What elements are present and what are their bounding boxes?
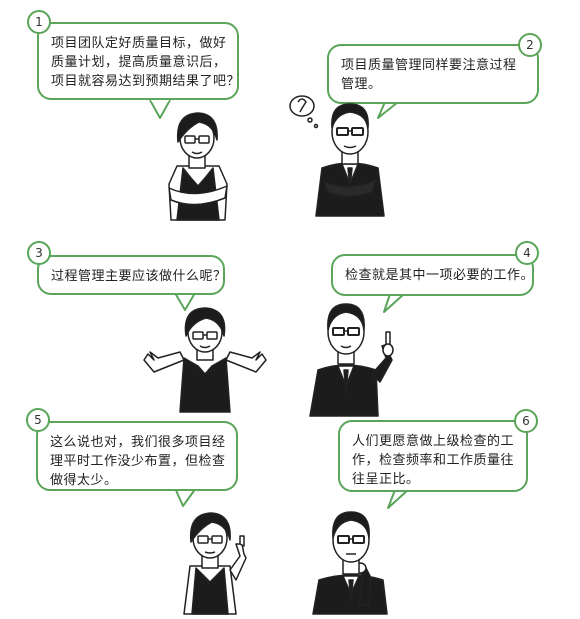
speech-bubble-2: 项目质量管理同样要注意过程 管理。	[327, 44, 539, 104]
speech-bubble-4: 检查就是其中一项必要的工作。	[331, 254, 534, 296]
bubble-1-line-1: 项目团队定好质量目标，做好	[51, 36, 227, 51]
man-hand-on-chin-illustration	[312, 511, 388, 615]
woman-shrugging-illustration	[143, 307, 267, 413]
bubble-5-line-1: 这么说也对，我们很多项目经	[50, 435, 226, 450]
bubble-2-line-2: 管理。	[341, 77, 382, 92]
bubble-1-line-3: 项目就容易达到预期结果了吧？	[51, 74, 241, 89]
speech-bubble-5: 这么说也对，我们很多项目经 理平时工作没少布置，但检查 做得太少。	[36, 421, 238, 491]
speech-bubble-6: 人们更愿意做上级检查的工 作，检查频率和工作质量往 往呈正比。	[338, 420, 528, 492]
bubble-3-line-1: 过程管理主要应该做什么呢？	[51, 269, 227, 284]
bubble-5-line-2: 理平时工作没少布置，但检查	[50, 454, 226, 469]
bubble-1-line-2: 质量计划，提高质量意识后，	[51, 55, 227, 70]
woman-finger-raised-illustration	[183, 512, 247, 615]
bubble-4-line-1: 检查就是其中一项必要的工作。	[345, 268, 535, 283]
bubble-6-line-2: 作，检查频率和工作质量往	[352, 453, 515, 468]
woman-arms-crossed-illustration	[168, 112, 228, 221]
bubble-6-line-1: 人们更愿意做上级检查的工	[352, 434, 515, 449]
panel-number-5: 5	[26, 408, 50, 432]
bubble-5-line-3: 做得太少。	[50, 473, 118, 488]
bubble-2-line-1: 项目质量管理同样要注意过程	[341, 58, 517, 73]
man-thinking-illustration	[289, 95, 385, 217]
speech-bubble-1: 项目团队定好质量目标，做好 质量计划，提高质量意识后， 项目就容易达到预期结果了…	[37, 22, 241, 100]
speech-bubble-3: 过程管理主要应该做什么呢？	[37, 255, 227, 295]
panel-number-4: 4	[515, 241, 539, 265]
panel-number-3: 3	[27, 241, 51, 265]
panel-number-2: 2	[518, 33, 542, 57]
panel-number-6: 6	[514, 409, 538, 433]
man-pointing-up-illustration	[309, 303, 394, 417]
panel-number-1: 1	[27, 10, 51, 34]
bubble-6-line-3: 往呈正比。	[352, 472, 420, 487]
